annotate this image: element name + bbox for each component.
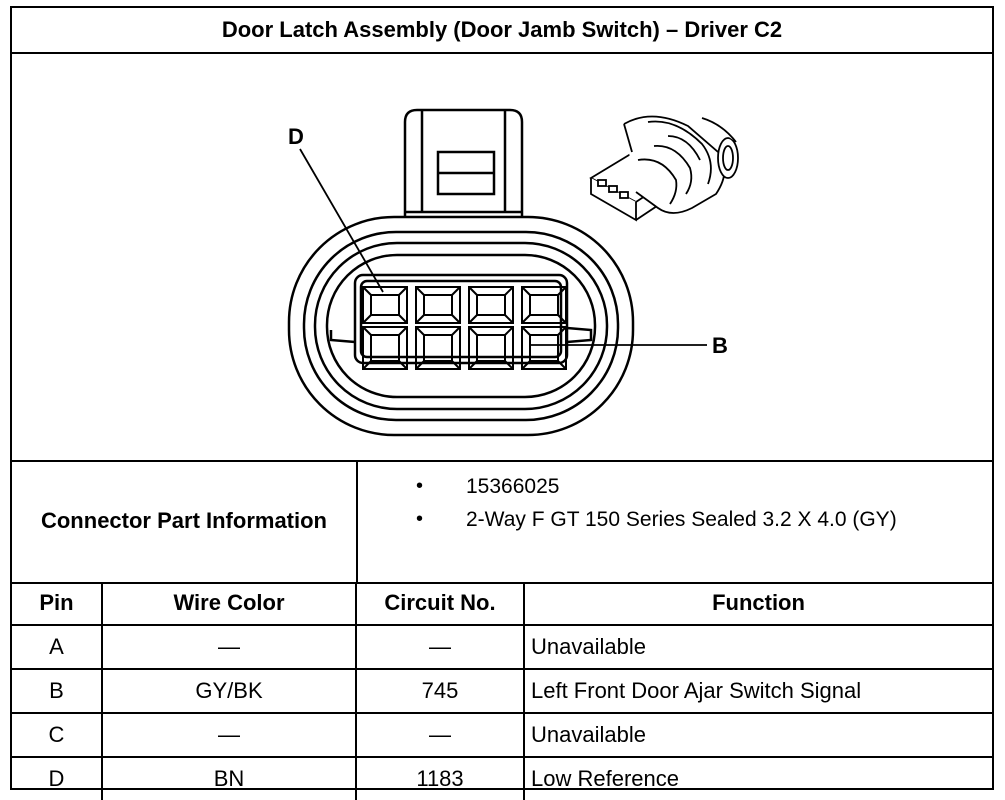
pin-cavity <box>468 326 514 370</box>
callout-b-label: B <box>712 333 728 358</box>
part-description: 2-Way F GT 150 Series Sealed 3.2 X 4.0 (… <box>466 508 897 531</box>
sheet-title: Door Latch Assembly (Door Jamb Switch) –… <box>12 8 992 54</box>
pin-cavity-inner <box>370 294 400 316</box>
pin-cavity-bevel <box>468 326 478 336</box>
callout-d-label: D <box>288 124 304 149</box>
pin-cell: C <box>12 712 103 758</box>
pin-cell: A <box>12 624 103 670</box>
bullet-icon: • <box>416 508 424 530</box>
pin-cavity-bevel <box>362 360 372 370</box>
pin-cavity-bevel <box>451 360 461 370</box>
function-cell: Unavailable <box>523 712 992 758</box>
table-row: B GY/BK 745 Left Front Door Ajar Switch … <box>12 668 992 714</box>
pin-cavity <box>362 286 408 324</box>
pin-cavity-bevel <box>362 326 372 336</box>
pin-cavity <box>521 326 567 370</box>
header-pin: Pin <box>12 582 103 626</box>
latch-bar <box>329 326 593 344</box>
pin-cavity-group <box>362 286 567 370</box>
header-wire-color: Wire Color <box>101 582 357 626</box>
pin-cavity <box>468 286 514 324</box>
pin-cavity-bevel <box>468 360 478 370</box>
pin-cavity-bevel <box>398 314 408 324</box>
table-row: A — — Unavailable <box>12 624 992 670</box>
pin-cavity-bevel <box>504 360 514 370</box>
pin-cavity-bevel <box>557 286 567 296</box>
pin-cavity-bevel <box>557 326 567 336</box>
circuit-cell: — <box>355 712 525 758</box>
pin-cavity-bevel <box>415 314 425 324</box>
pin-cavity-bevel <box>557 314 567 324</box>
pin-cell: B <box>12 668 103 714</box>
pin-cell: D <box>12 756 103 800</box>
pin-cavity-bevel <box>521 314 531 324</box>
connector-3d-view <box>589 115 739 222</box>
pin-cavity-bevel <box>415 286 425 296</box>
pin-cavity-bevel <box>557 360 567 370</box>
header-function: Function <box>523 582 992 626</box>
circuit-cell: 1183 <box>355 756 525 800</box>
pin-cavity-bevel <box>398 360 408 370</box>
connector-inner-shell-2 <box>313 241 609 411</box>
connector-inner-shell-3 <box>325 253 597 399</box>
wire-color-cell: — <box>101 712 357 758</box>
connector-info-sheet: Door Latch Assembly (Door Jamb Switch) –… <box>10 6 994 800</box>
part-info-label: Connector Part Information <box>12 460 358 582</box>
pin-cavity-bevel <box>398 326 408 336</box>
pin-cavity-bevel <box>504 286 514 296</box>
pin-cavity-bevel <box>362 286 372 296</box>
part-info-item: • 2-Way F GT 150 Series Sealed 3.2 X 4.0… <box>358 503 897 536</box>
pin-cavity-bevel <box>521 360 531 370</box>
locking-tab <box>403 108 524 222</box>
pin-cavity-bevel <box>468 286 478 296</box>
wire-color-cell: BN <box>101 756 357 800</box>
wire-color-cell: GY/BK <box>101 668 357 714</box>
table-row: C — — Unavailable <box>12 712 992 758</box>
pin-cavity-bevel <box>451 286 461 296</box>
pin-cavity <box>362 326 408 370</box>
pin-cavity-inner <box>529 294 559 316</box>
pin-cavity-bevel <box>468 314 478 324</box>
pin-cavity-inner <box>423 334 453 362</box>
pin-cavity-inner <box>370 334 400 362</box>
pin-cavity-bevel <box>504 326 514 336</box>
header-circuit-no: Circuit No. <box>355 582 525 626</box>
pin-cavity-inner <box>476 334 506 362</box>
pin-cavity <box>415 326 461 370</box>
pin-cavity-bevel <box>362 314 372 324</box>
pin-cavity-bevel <box>451 326 461 336</box>
pin-cavity <box>521 286 567 324</box>
pin-table-header-row: Pin Wire Color Circuit No. Function <box>12 582 992 626</box>
pin-cavity-inner <box>423 294 453 316</box>
pin-cavity <box>415 286 461 324</box>
pin-cavity-bevel <box>521 286 531 296</box>
pin-cavity-bevel <box>451 314 461 324</box>
function-cell: Left Front Door Ajar Switch Signal <box>523 668 992 714</box>
wire-color-cell: — <box>101 624 357 670</box>
part-info-item: • 15366025 <box>358 470 897 503</box>
connector-inner-shell-1 <box>302 230 620 422</box>
part-number: 15366025 <box>466 475 560 498</box>
bullet-icon: • <box>416 475 424 497</box>
circuit-cell: 745 <box>355 668 525 714</box>
connector-face-drawing: D B <box>287 108 739 437</box>
callout-d-leader <box>299 148 384 293</box>
pin-cavity-bevel <box>415 326 425 336</box>
pin-cavity-bevel <box>398 286 408 296</box>
function-cell: Low Reference <box>523 756 992 800</box>
pin-table: Pin Wire Color Circuit No. Function A — … <box>12 582 992 800</box>
circuit-cell: — <box>355 624 525 670</box>
pin-cavity-bevel <box>504 314 514 324</box>
function-cell: Unavailable <box>523 624 992 670</box>
pin-cavity-inner <box>476 294 506 316</box>
pin-cavity-inner <box>529 334 559 362</box>
part-info-list: • 15366025 • 2-Way F GT 150 Series Seale… <box>358 470 897 536</box>
table-row: D BN 1183 Low Reference <box>12 756 992 800</box>
connector-diagram: D B <box>12 52 992 462</box>
part-info-section: Connector Part Information • 15366025 • … <box>12 460 992 584</box>
pin-cavity-bevel <box>415 360 425 370</box>
pin-cavity-bevel <box>521 326 531 336</box>
